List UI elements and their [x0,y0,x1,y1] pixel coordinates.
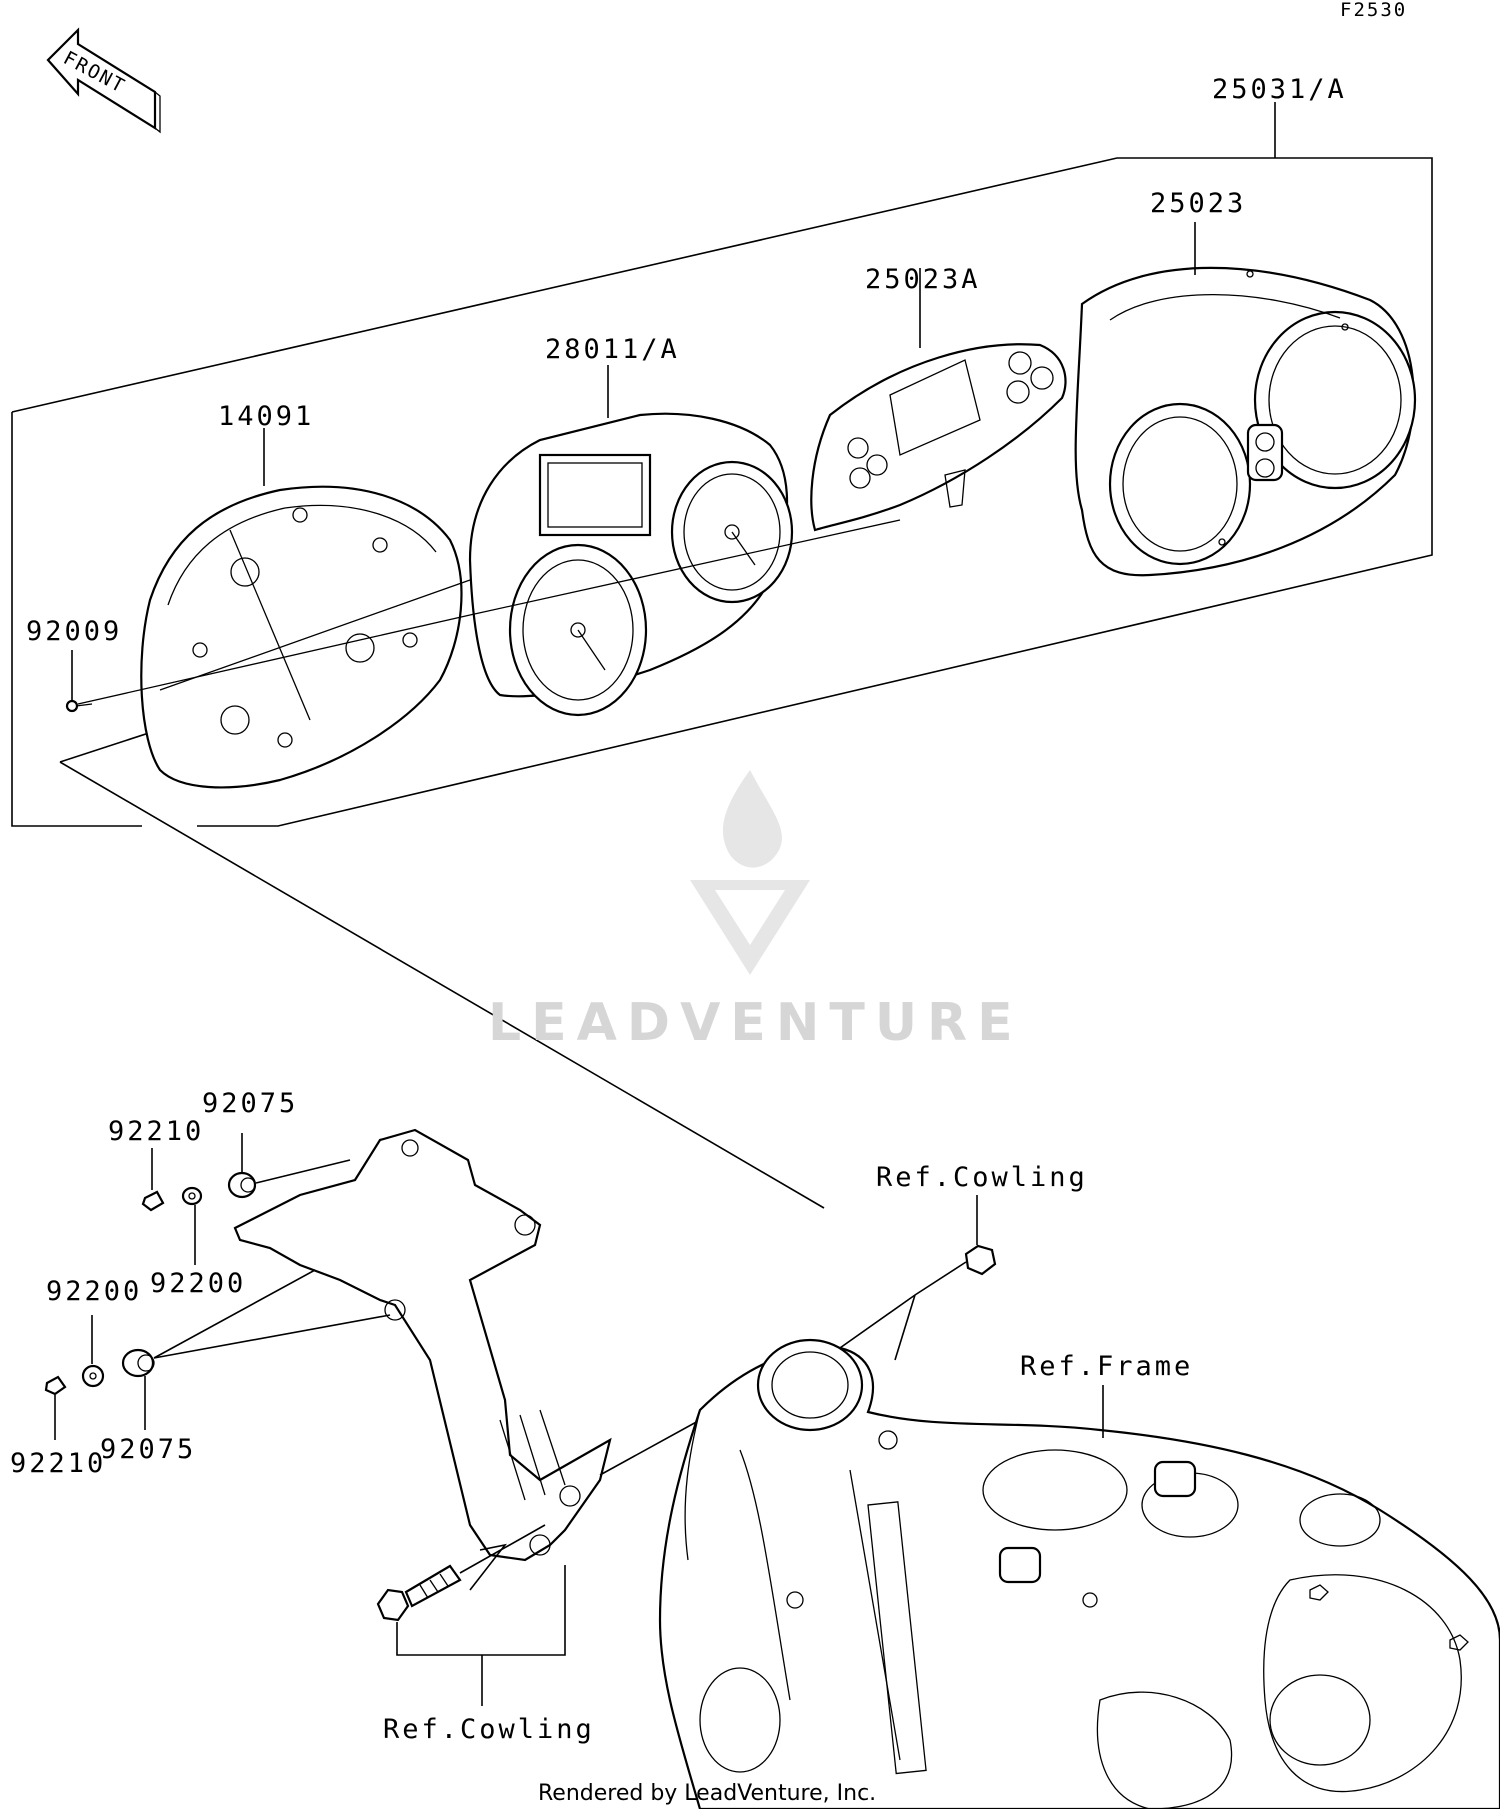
meter-cover-part [1074,266,1417,577]
meter-panel-part [810,343,1067,532]
watermark-logo [690,770,810,975]
callout-92075-bottom: 92075 [100,1434,196,1465]
cowling-clip-part [964,1244,997,1276]
grommet-bottom-part [121,1348,155,1378]
washer-top-part [181,1186,203,1206]
callout-ref-cowling-bottom: Ref.Cowling [383,1714,595,1745]
gauge-unit-part [468,412,794,717]
callout-28011-a: 28011/A [545,334,680,365]
diagram-code: F2530 [1340,0,1407,21]
callout-ref-cowling-top: Ref.Cowling [876,1162,1088,1193]
front-arrow-icon: FRONT [46,27,161,134]
meter-bracket-part [233,1128,612,1562]
grommet-top-part [227,1171,257,1199]
nut-bottom-part [44,1375,67,1396]
callout-25023: 25023 [1150,188,1246,219]
frame-part [658,1338,1500,1809]
callout-14091: 14091 [218,401,314,432]
screw-92009-part [65,699,93,713]
meter-case-part [140,485,471,789]
callout-92210-top: 92210 [108,1116,204,1147]
bolt-part [376,1564,462,1622]
watermark-text: LEADVENTURE [488,993,1023,1053]
callout-25023a: 25023A [865,264,981,295]
callout-92009: 92009 [26,616,122,647]
callout-92200-left: 92200 [46,1276,142,1307]
callout-ref-frame: Ref.Frame [1020,1351,1193,1382]
callout-92200-right: 92200 [150,1268,246,1299]
washer-left-part [81,1364,105,1388]
callout-92210-bottom: 92210 [10,1448,106,1479]
nut-top-part [141,1190,165,1212]
callout-92075-top: 92075 [202,1088,298,1119]
callout-25031-a: 25031/A [1212,74,1347,105]
footer-credit: Rendered by LeadVenture, Inc. [538,1781,876,1806]
